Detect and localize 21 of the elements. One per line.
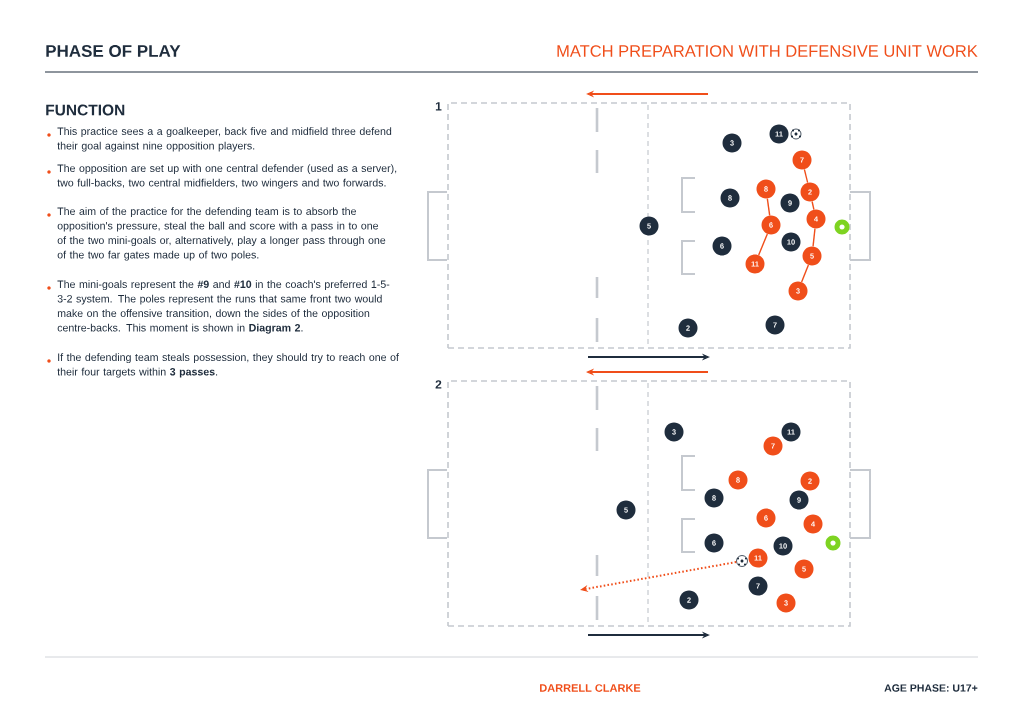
bullet-text: The aim of the practice for the defending team is to absorb the opposition's pressure, steal the ball and score with a pass in to one of the two mini-goals or, alternatively, play a longer pass through one of the two far gates made up of two poles. [57,207,386,261]
connecting-line [812,227,816,248]
diagram-number: 1 [435,102,442,111]
connecting-line [766,197,771,217]
bullet-text: The mini-goals represent the #9 and #10 in the coach's preferred 1-5-3-2 system. The poles represent the runs that same front two would make on the offensive transition, down the sides of the opposition centre-backs. This moment is shown in Diagram 2. [57,280,390,334]
section-heading: FUNCTION [46,104,125,116]
ball-icon [736,555,748,567]
author-name: DARRELL CLARKE [540,684,641,692]
connecting-line [800,264,810,283]
diagram-number: 2 [435,380,442,389]
bullet-text: This practice sees a a goalkeeper, back five and midfield three defend their goal against nine opposition players. [57,127,392,152]
goalkeeper-marker [825,535,841,551]
goalkeeper-marker [834,219,850,235]
page-subtitle: MATCH PREPARATION WITH DEFENSIVE UNIT WORK [557,45,978,57]
page-title: PHASE OF PLAY [46,45,181,58]
bullet-text: The opposition are set up with one central defender (used as a server), two full-backs, two central midfielders, two wingers and two forwards. [57,164,397,189]
connecting-line [758,233,769,256]
age-phase-label: AGE PHASE: U17+ [884,684,978,692]
connecting-line [803,168,809,184]
connecting-line [811,200,815,211]
bullet-text: If the defending team steals possession, they should try to reach one of their four targets within 3 passes. [57,353,399,378]
